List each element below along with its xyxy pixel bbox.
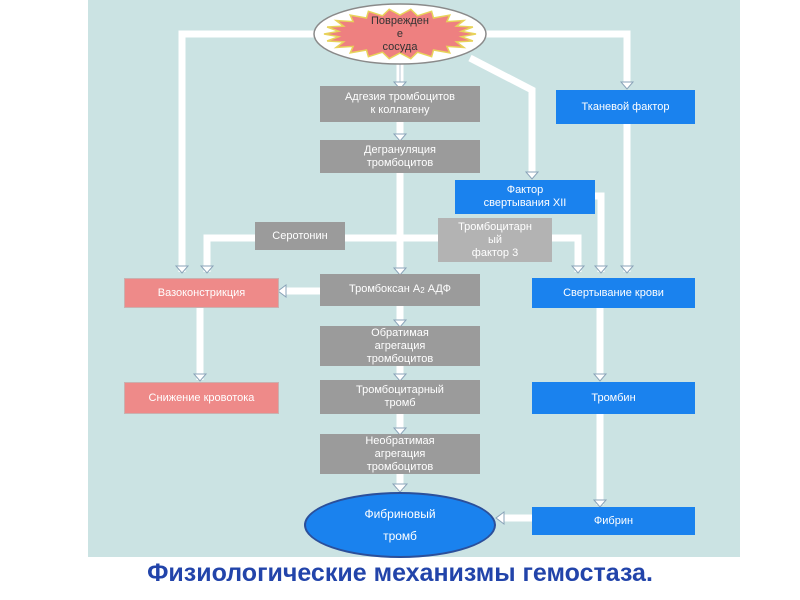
platelet-plug-label: Тромбоцитарный тромб (356, 384, 444, 409)
degranulation-box: Дегрануляция тромбоцитов (320, 140, 480, 173)
coagulation-box: Свертывание крови (532, 278, 695, 308)
vasoconstriction-box: Вазоконстрикция (124, 278, 279, 308)
thrombin-box: Тромбин (532, 382, 695, 414)
thromboxane-box: Тромбоксан А2 АДФ (320, 274, 480, 306)
blood-flow-reduction-box: Снижение кровотока (124, 382, 279, 414)
vessel-damage-label: Поврежден е сосуда (371, 14, 429, 53)
fibrin-clot-ellipse: Фибриновый тромб (304, 492, 496, 558)
serotonin-label: Серотонин (272, 229, 328, 242)
tissue-factor-label: Тканевой фактор (581, 100, 670, 113)
irreversible-aggregation-label: Необратимая агрегация тромбоцитов (365, 434, 435, 473)
reversible-aggregation-label: Обратимая агрегация тромбоцитов (366, 326, 434, 365)
thromboxane-label: Тромбоксан А2 АДФ (348, 283, 451, 295)
factor-xii-box: Фактор свертывания XII (455, 180, 595, 214)
adhesion-box: Адгезия тромбоцитов к коллагену (320, 86, 480, 122)
fibrin-clot-line2: тромб (383, 529, 417, 543)
blood-flow-reduction-label: Снижение кровотока (148, 391, 255, 404)
platelet-factor3-box: Тромбоцитарн ый фактор 3 (438, 218, 552, 262)
vessel-damage-burst (313, 3, 487, 65)
vasoconstriction-label: Вазоконстрикция (157, 286, 246, 299)
reversible-aggregation-box: Обратимая агрегация тромбоцитов (320, 326, 480, 366)
irreversible-aggregation-box: Необратимая агрегация тромбоцитов (320, 434, 480, 474)
tissue-factor-box: Тканевой фактор (556, 90, 695, 124)
fibrin-clot-line1: Фибриновый (364, 507, 436, 521)
fibrin-label: Фибрин (593, 514, 634, 527)
coagulation-label: Свертывание крови (563, 286, 664, 299)
serotonin-box: Серотонин (255, 222, 345, 250)
fibrin-box: Фибрин (532, 507, 695, 535)
page-caption: Физиологические механизмы гемостаза. (147, 559, 653, 587)
thrombin-label: Тромбин (591, 391, 636, 404)
factor-xii-label: Фактор свертывания XII (483, 184, 567, 209)
adhesion-label: Адгезия тромбоцитов к коллагену (344, 91, 456, 116)
platelet-factor3-label: Тромбоцитарн ый фактор 3 (458, 220, 532, 259)
degranulation-label: Дегрануляция тромбоцитов (364, 143, 436, 169)
platelet-plug-box: Тромбоцитарный тромб (320, 380, 480, 414)
